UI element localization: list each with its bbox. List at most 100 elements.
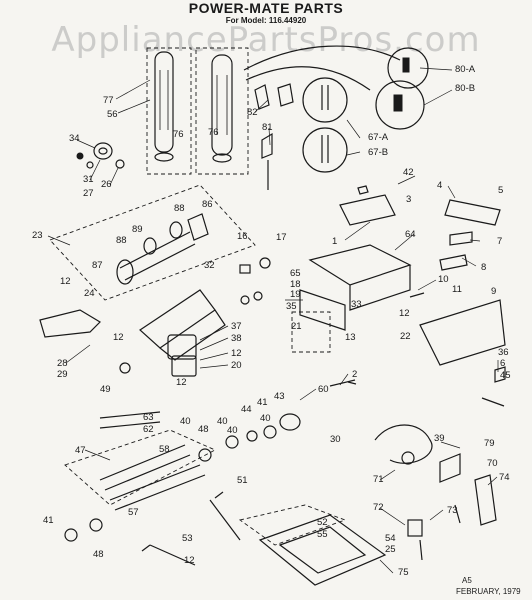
callout-70: 70 (487, 458, 498, 469)
footer-code: A5 (462, 576, 472, 585)
callout-89: 89 (132, 224, 143, 235)
callout-67-a: 67-A (368, 132, 389, 143)
callout-30: 30 (330, 434, 341, 445)
callout-57: 57 (128, 507, 139, 518)
headlight-assembly (374, 424, 497, 561)
callout-12e: 12 (176, 377, 187, 388)
callout-76b: 76 (208, 127, 219, 138)
callout-5: 5 (498, 185, 503, 196)
callout-40a: 40 (180, 416, 191, 427)
callout-12b: 12 (399, 308, 410, 319)
callout-48b: 48 (93, 549, 104, 560)
callout-37: 37 (231, 321, 242, 332)
callout-39: 39 (434, 433, 445, 444)
callout-67-b: 67-B (368, 147, 388, 158)
callout-25: 25 (385, 544, 396, 555)
callout-38: 38 (231, 333, 242, 344)
callout-3: 3 (406, 194, 411, 205)
callout-45: 45 (500, 370, 511, 381)
callout-32: 32 (204, 260, 215, 271)
callout-35: 35 (286, 301, 297, 312)
leader-lines (47, 67, 499, 574)
callout-27: 27 (83, 188, 94, 199)
callout-40c: 40 (227, 425, 238, 436)
callout-16: 16 (237, 231, 248, 242)
callout-47: 47 (75, 445, 86, 456)
callout-81: 81 (262, 122, 273, 133)
callout-79: 79 (484, 438, 495, 449)
callout-labels: 77 56 76 76 82 81 80-A 80-B 67-A 67-B 34… (32, 64, 511, 578)
callout-40b: 40 (217, 416, 228, 427)
callout-55: 55 (317, 529, 328, 540)
callout-42: 42 (403, 167, 414, 178)
motor-housing (39, 289, 226, 377)
callout-73: 73 (447, 505, 458, 516)
diagram-title: POWER-MATE PARTS (188, 0, 344, 16)
callout-71: 71 (373, 474, 384, 485)
main-housing (291, 185, 501, 353)
callout-33: 33 (351, 299, 362, 310)
callout-8: 8 (481, 262, 486, 273)
base-plate (141, 491, 387, 586)
callout-12f: 12 (184, 555, 195, 566)
callout-12c: 12 (113, 332, 124, 343)
callout-48a: 48 (198, 424, 209, 435)
callout-52: 52 (317, 517, 328, 528)
small-parts (99, 257, 425, 429)
callout-26: 26 (101, 179, 112, 190)
callout-9: 9 (491, 286, 496, 297)
callout-24: 24 (84, 288, 95, 299)
bumper-rail (419, 299, 506, 407)
callout-6: 6 (500, 358, 505, 369)
callout-12d: 12 (231, 348, 242, 359)
model-number: For Model: 116.44920 (225, 16, 307, 25)
callout-76: 76 (173, 129, 184, 140)
callout-86: 86 (202, 199, 213, 210)
callout-62: 62 (143, 424, 154, 435)
callout-23: 23 (32, 230, 43, 241)
callout-74: 74 (499, 472, 510, 483)
callout-75: 75 (398, 567, 409, 578)
callout-77: 77 (103, 95, 114, 106)
callout-80-b: 80-B (455, 83, 475, 94)
callout-56: 56 (107, 109, 118, 120)
callout-2: 2 (352, 369, 357, 380)
callout-43: 43 (274, 391, 285, 402)
callout-64: 64 (405, 229, 416, 240)
callout-60: 60 (318, 384, 329, 395)
callout-4: 4 (437, 180, 442, 191)
callout-63: 63 (143, 412, 154, 423)
callout-29: 29 (57, 369, 68, 380)
callout-13: 13 (345, 332, 356, 343)
callout-49: 49 (100, 384, 111, 395)
callout-41: 41 (257, 397, 268, 408)
callout-72: 72 (373, 502, 384, 513)
callout-11: 11 (452, 284, 462, 295)
callout-65: 65 (290, 268, 301, 279)
callout-36: 36 (498, 347, 509, 358)
callout-7: 7 (497, 236, 502, 247)
callout-12a: 12 (60, 276, 71, 287)
callout-31: 31 (83, 174, 94, 185)
callout-88b: 88 (116, 235, 127, 246)
callout-1: 1 (332, 236, 337, 247)
callout-82: 82 (247, 107, 258, 118)
callout-87: 87 (92, 260, 103, 271)
watermark-text: AppliancePartsPros.com (51, 20, 481, 60)
callout-34: 34 (69, 133, 80, 144)
wheel-assembly-left (76, 142, 125, 169)
callout-17: 17 (276, 232, 287, 243)
callout-22: 22 (400, 331, 411, 342)
callout-40d: 40 (260, 413, 271, 424)
dust-bag-tubes (146, 47, 249, 175)
callout-18: 18 (290, 279, 301, 290)
callout-88: 88 (174, 203, 185, 214)
callout-21: 21 (291, 321, 302, 332)
callout-20: 20 (231, 360, 242, 371)
callout-28: 28 (57, 358, 68, 369)
brush-roll-assembly (64, 413, 301, 542)
callout-10: 10 (438, 274, 449, 285)
callout-53: 53 (182, 533, 193, 544)
callout-58: 58 (159, 444, 170, 455)
agitator-assembly (49, 184, 256, 301)
